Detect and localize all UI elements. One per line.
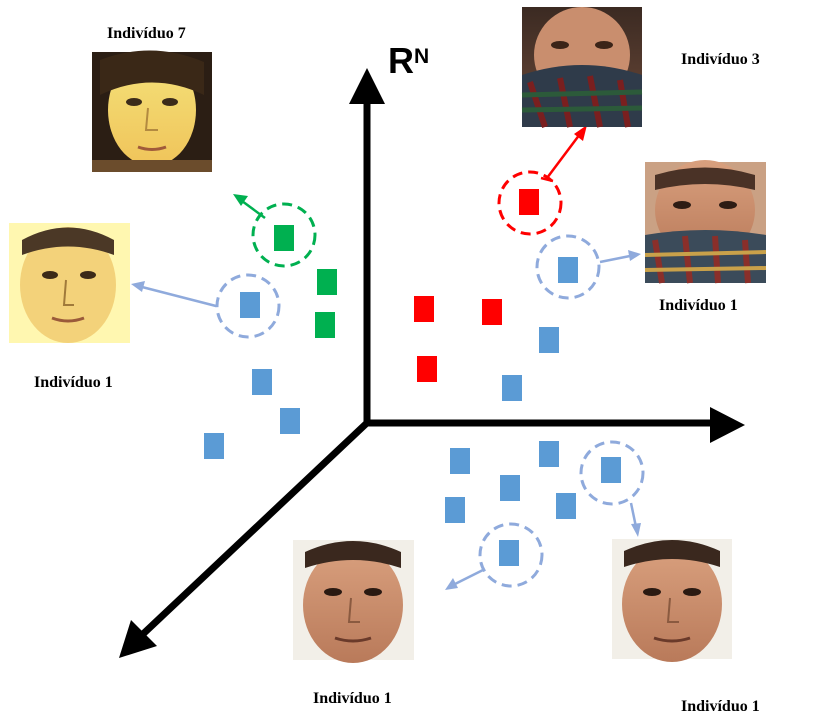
highlight-circles: [215, 170, 645, 588]
red-point: [482, 299, 502, 325]
label-individuo1-bottom-center: Indivíduo 1: [313, 690, 392, 707]
label-individuo1-right: Indivíduo 1: [659, 297, 738, 314]
red-connector-arrowhead: [574, 125, 587, 141]
green-connector: [241, 199, 266, 220]
green-points: [274, 225, 337, 338]
blue-point: [204, 433, 224, 459]
blue-connector-right-arrowhead: [628, 250, 641, 261]
label-individuo1-bottom-right: Indivíduo 1: [681, 698, 760, 715]
blue-circle-left: [215, 273, 281, 339]
axis-title-superscript: N: [414, 44, 430, 68]
red-point: [414, 296, 434, 322]
blue-point: [539, 327, 559, 353]
axis-diagonal-arrowhead: [119, 620, 157, 658]
blue-point: [450, 448, 470, 474]
blue-connector-bottom-center-arrowhead: [445, 578, 458, 590]
blue-connector-bottom-center: [454, 568, 484, 586]
label-individuo1-left: Indivíduo 1: [34, 374, 113, 391]
axis-title-main: R: [388, 40, 414, 81]
blue-point: [502, 375, 522, 401]
blue-connector-right: [599, 254, 631, 264]
red-connector-stub: [540, 176, 554, 183]
face-individuo1-right: [612, 539, 732, 662]
green-circle: [251, 202, 317, 268]
green-point: [317, 269, 337, 295]
green-point: [274, 225, 294, 251]
blue-connector-left: [141, 285, 217, 308]
blue-point: [558, 257, 578, 283]
blue-point: [252, 369, 272, 395]
face-individuo3-scarf: [521, 7, 643, 128]
red-connector: [546, 133, 581, 179]
red-circle: [497, 170, 563, 236]
face-individuo7: [92, 50, 212, 172]
green-connector-arrowhead: [233, 194, 248, 206]
blue-point: [240, 292, 260, 318]
blue-point: [601, 457, 621, 483]
blue-connector-left-arrowhead: [131, 281, 145, 292]
blue-circle-bottom-center: [478, 522, 544, 588]
red-point: [417, 356, 437, 382]
blue-points: [204, 257, 621, 566]
blue-point: [539, 441, 559, 467]
axis-title: RN: [388, 40, 429, 82]
blue-point: [556, 493, 576, 519]
blue-point: [445, 497, 465, 523]
blue-point: [499, 540, 519, 566]
axis-vertical-arrowhead: [349, 68, 385, 104]
red-point: [519, 189, 539, 215]
blue-point: [280, 408, 300, 434]
blue-point: [500, 475, 520, 501]
face-individuo1-yellow: [9, 223, 130, 343]
axes: [119, 68, 745, 658]
connectors: [131, 125, 641, 590]
axis-horizontal-arrowhead: [710, 407, 745, 443]
blue-connector-bottom-right: [629, 502, 638, 528]
blue-connector-bottom-right-arrowhead: [631, 523, 641, 537]
label-individuo3: Indivíduo 3: [681, 51, 760, 68]
blue-circle-bottom-right: [579, 440, 645, 506]
blue-circle-right: [535, 234, 601, 300]
face-individuo1-center: [293, 540, 414, 663]
axis-diagonal: [140, 418, 372, 637]
green-point: [315, 312, 335, 338]
face-individuo1-scarf: [644, 160, 767, 284]
label-individuo7: Indivíduo 7: [107, 25, 186, 42]
red-points: [414, 189, 539, 382]
